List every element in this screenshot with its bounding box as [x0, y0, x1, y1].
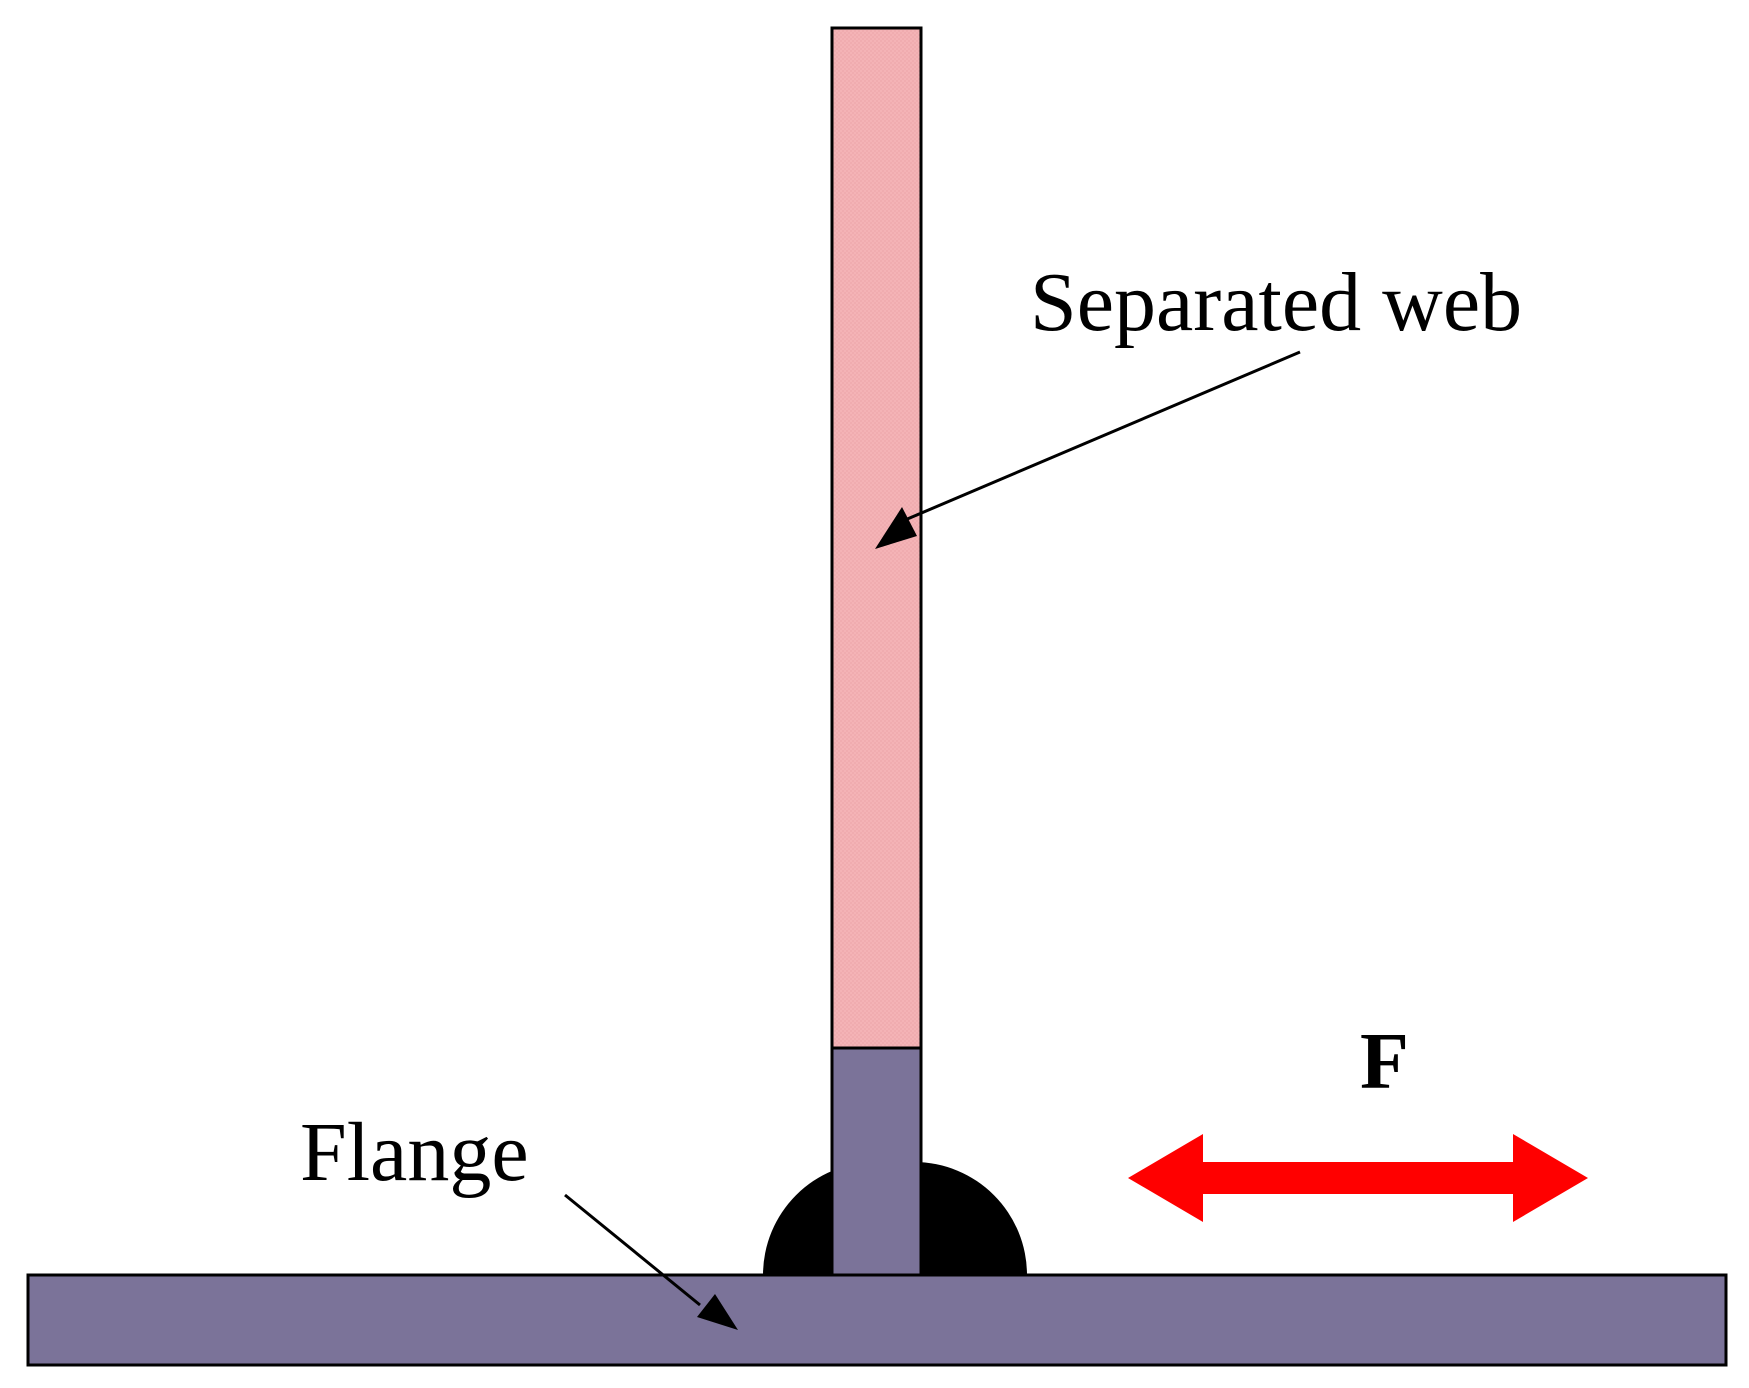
force-double-arrow-icon — [1128, 1134, 1588, 1222]
flange-pointer-icon — [564, 1193, 738, 1330]
separated-web-label: Separated web — [1030, 256, 1522, 349]
force-label: F — [1360, 1018, 1409, 1106]
flange — [26, 1273, 1728, 1367]
web-attached-portion — [830, 1046, 923, 1277]
separated-web-pointer-icon — [875, 350, 1301, 549]
weld-right — [914, 1162, 1027, 1275]
flange-label: Flange — [300, 1106, 529, 1199]
